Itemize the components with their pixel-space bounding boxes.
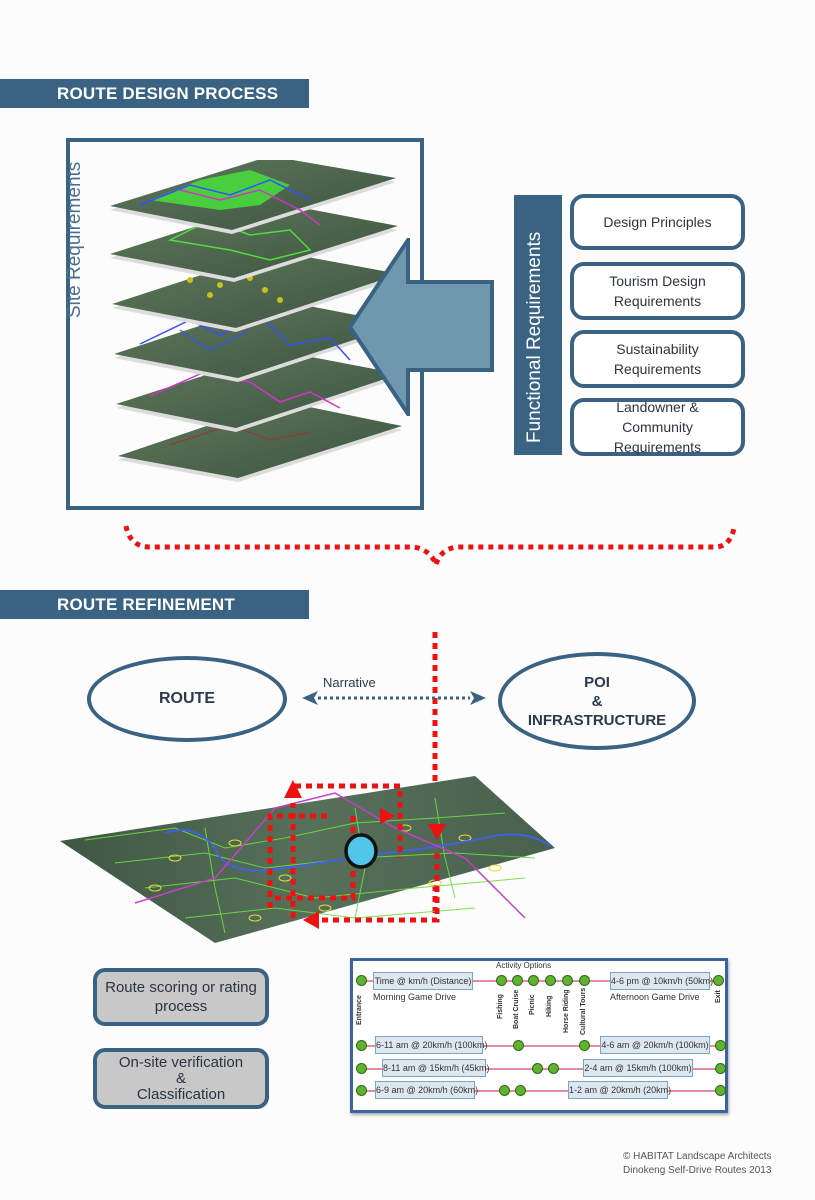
arrow-left-icon bbox=[303, 911, 319, 929]
activity-node bbox=[513, 1040, 524, 1051]
timeline-line bbox=[361, 1045, 723, 1047]
section-banner-route-refinement: ROUTE REFINEMENT bbox=[0, 590, 309, 619]
schedule-box: 4-6 am @ 20km/h (100km) bbox=[600, 1036, 710, 1054]
requirement-landowner-community: Landowner & Community Requirements bbox=[570, 398, 745, 456]
route-scoring-box: Route scoring or rating process bbox=[93, 968, 269, 1026]
exit-node bbox=[715, 1063, 726, 1074]
map-layer-5 bbox=[116, 351, 400, 432]
activity-label-boat-cruise: Boat Cruise bbox=[513, 989, 520, 1029]
activity-options-label: Activity Options bbox=[496, 961, 552, 970]
narrative-double-arrow bbox=[302, 691, 486, 705]
activity-node bbox=[579, 975, 590, 986]
map-layer-1 bbox=[110, 160, 396, 234]
arrow-down-icon bbox=[428, 824, 446, 840]
entrance-node bbox=[356, 1085, 367, 1096]
schedule-box: 6-11 am @ 20km/h (100km) bbox=[375, 1036, 488, 1054]
route-refinement-map bbox=[60, 776, 555, 943]
narrative-label: Narrative bbox=[323, 675, 376, 690]
functional-requirements-label: Functional Requirements bbox=[524, 231, 545, 443]
schedule-box: 2-4 am @ 15km/h (100km) bbox=[583, 1059, 693, 1077]
infrastructure-label: INFRASTRUCTURE bbox=[527, 711, 667, 729]
exit-node bbox=[715, 1040, 726, 1051]
verify-line3: Classification bbox=[136, 1085, 226, 1103]
footer-credits: © HABITAT Landscape Architects Dinokeng … bbox=[623, 1150, 772, 1178]
entrance-node bbox=[356, 1063, 367, 1074]
scoring-line2: process bbox=[154, 998, 208, 1015]
activity-node bbox=[512, 975, 523, 986]
activity-node bbox=[579, 1040, 590, 1051]
arrow-up-icon bbox=[284, 780, 302, 798]
verify-line2: & bbox=[175, 1069, 186, 1087]
onsite-verification-box: On-site verification & Classification bbox=[93, 1048, 269, 1109]
morning-drive-label: Morning Game Drive bbox=[373, 992, 457, 1002]
scoring-line1: Route scoring or rating bbox=[105, 979, 257, 996]
requirement-text: Design Principles bbox=[603, 214, 712, 230]
activity-node bbox=[499, 1085, 510, 1096]
timeline-line bbox=[361, 1090, 723, 1092]
activity-node bbox=[545, 975, 556, 986]
activity-label-picnic: Picnic bbox=[529, 994, 536, 1015]
arrow-right-icon bbox=[380, 808, 395, 824]
section-banner-route-design-process: ROUTE DESIGN PROCESS bbox=[0, 79, 309, 108]
poi-label: POI bbox=[584, 673, 610, 691]
schedule-box: Time @ km/h (Distance) bbox=[373, 972, 473, 990]
activity-label-cultural-tours: Cultural Tours bbox=[580, 987, 587, 1035]
route-label: ROUTE bbox=[159, 690, 215, 707]
exit-node bbox=[713, 975, 724, 986]
schedule-box: 1-2 am @ 20km/h (20km) bbox=[568, 1081, 671, 1099]
route-loop-outer bbox=[290, 783, 440, 923]
footer-project: Dinokeng Self-Drive Routes 2013 bbox=[623, 1165, 772, 1176]
afternoon-drive-label: Afternoon Game Drive bbox=[610, 992, 700, 1002]
activity-label-fishing: Fishing bbox=[497, 994, 504, 1019]
activity-node bbox=[562, 975, 573, 986]
route-oval: ROUTE bbox=[87, 656, 287, 742]
schedule-box: 6-9 am @ 20km/h (60km) bbox=[375, 1081, 478, 1099]
requirement-design-principles: Design Principles bbox=[570, 194, 745, 250]
map-layer-6 bbox=[118, 401, 402, 482]
schedule-box: 4-6 pm @ 10km/h (50km) bbox=[610, 972, 713, 990]
layer-stack-illustration bbox=[110, 160, 402, 482]
footer-copyright: © HABITAT Landscape Architects bbox=[623, 1151, 772, 1162]
poi-marker-icon bbox=[344, 833, 378, 869]
entrance-node bbox=[356, 1040, 367, 1051]
requirement-sustainability: Sustainability Requirements bbox=[570, 330, 745, 388]
site-requirements-label: Site Requirements bbox=[64, 161, 85, 318]
entrance-node bbox=[356, 975, 367, 986]
exit-label: Exit bbox=[715, 990, 722, 1003]
activity-node bbox=[548, 1063, 559, 1074]
map-layer-3 bbox=[112, 251, 400, 332]
route-schedule-diagram: Time @ km/h (Distance) Morning Game Driv… bbox=[350, 958, 728, 1113]
merge-brace-connector bbox=[123, 525, 737, 566]
activity-label-horse-riding: Horse Riding bbox=[563, 989, 570, 1033]
activity-node bbox=[515, 1085, 526, 1096]
activity-node bbox=[496, 975, 507, 986]
ampersand-label: & bbox=[591, 692, 603, 710]
activity-node bbox=[532, 1063, 543, 1074]
activity-label-hiking: Hiking bbox=[546, 995, 553, 1017]
activity-node bbox=[528, 975, 539, 986]
functional-requirements-bar: Functional Requirements bbox=[514, 195, 562, 455]
requirement-tourism-design: Tourism Design Requirements bbox=[570, 262, 745, 320]
poi-infrastructure-oval: POI & INFRASTRUCTURE bbox=[498, 652, 696, 750]
verify-line1: On-site verification bbox=[118, 1053, 244, 1071]
requirement-text: Sustainability Requirements bbox=[613, 341, 702, 377]
timeline-line bbox=[361, 980, 723, 982]
schedule-box: 8-11 am @ 15km/h (45km) bbox=[382, 1059, 490, 1077]
entrance-label: Entrance bbox=[356, 995, 363, 1025]
input-arrow-icon bbox=[347, 238, 494, 416]
requirement-text: Tourism Design Requirements bbox=[609, 273, 706, 309]
exit-node bbox=[715, 1085, 726, 1096]
requirement-text: Landowner & Community Requirements bbox=[613, 399, 702, 455]
